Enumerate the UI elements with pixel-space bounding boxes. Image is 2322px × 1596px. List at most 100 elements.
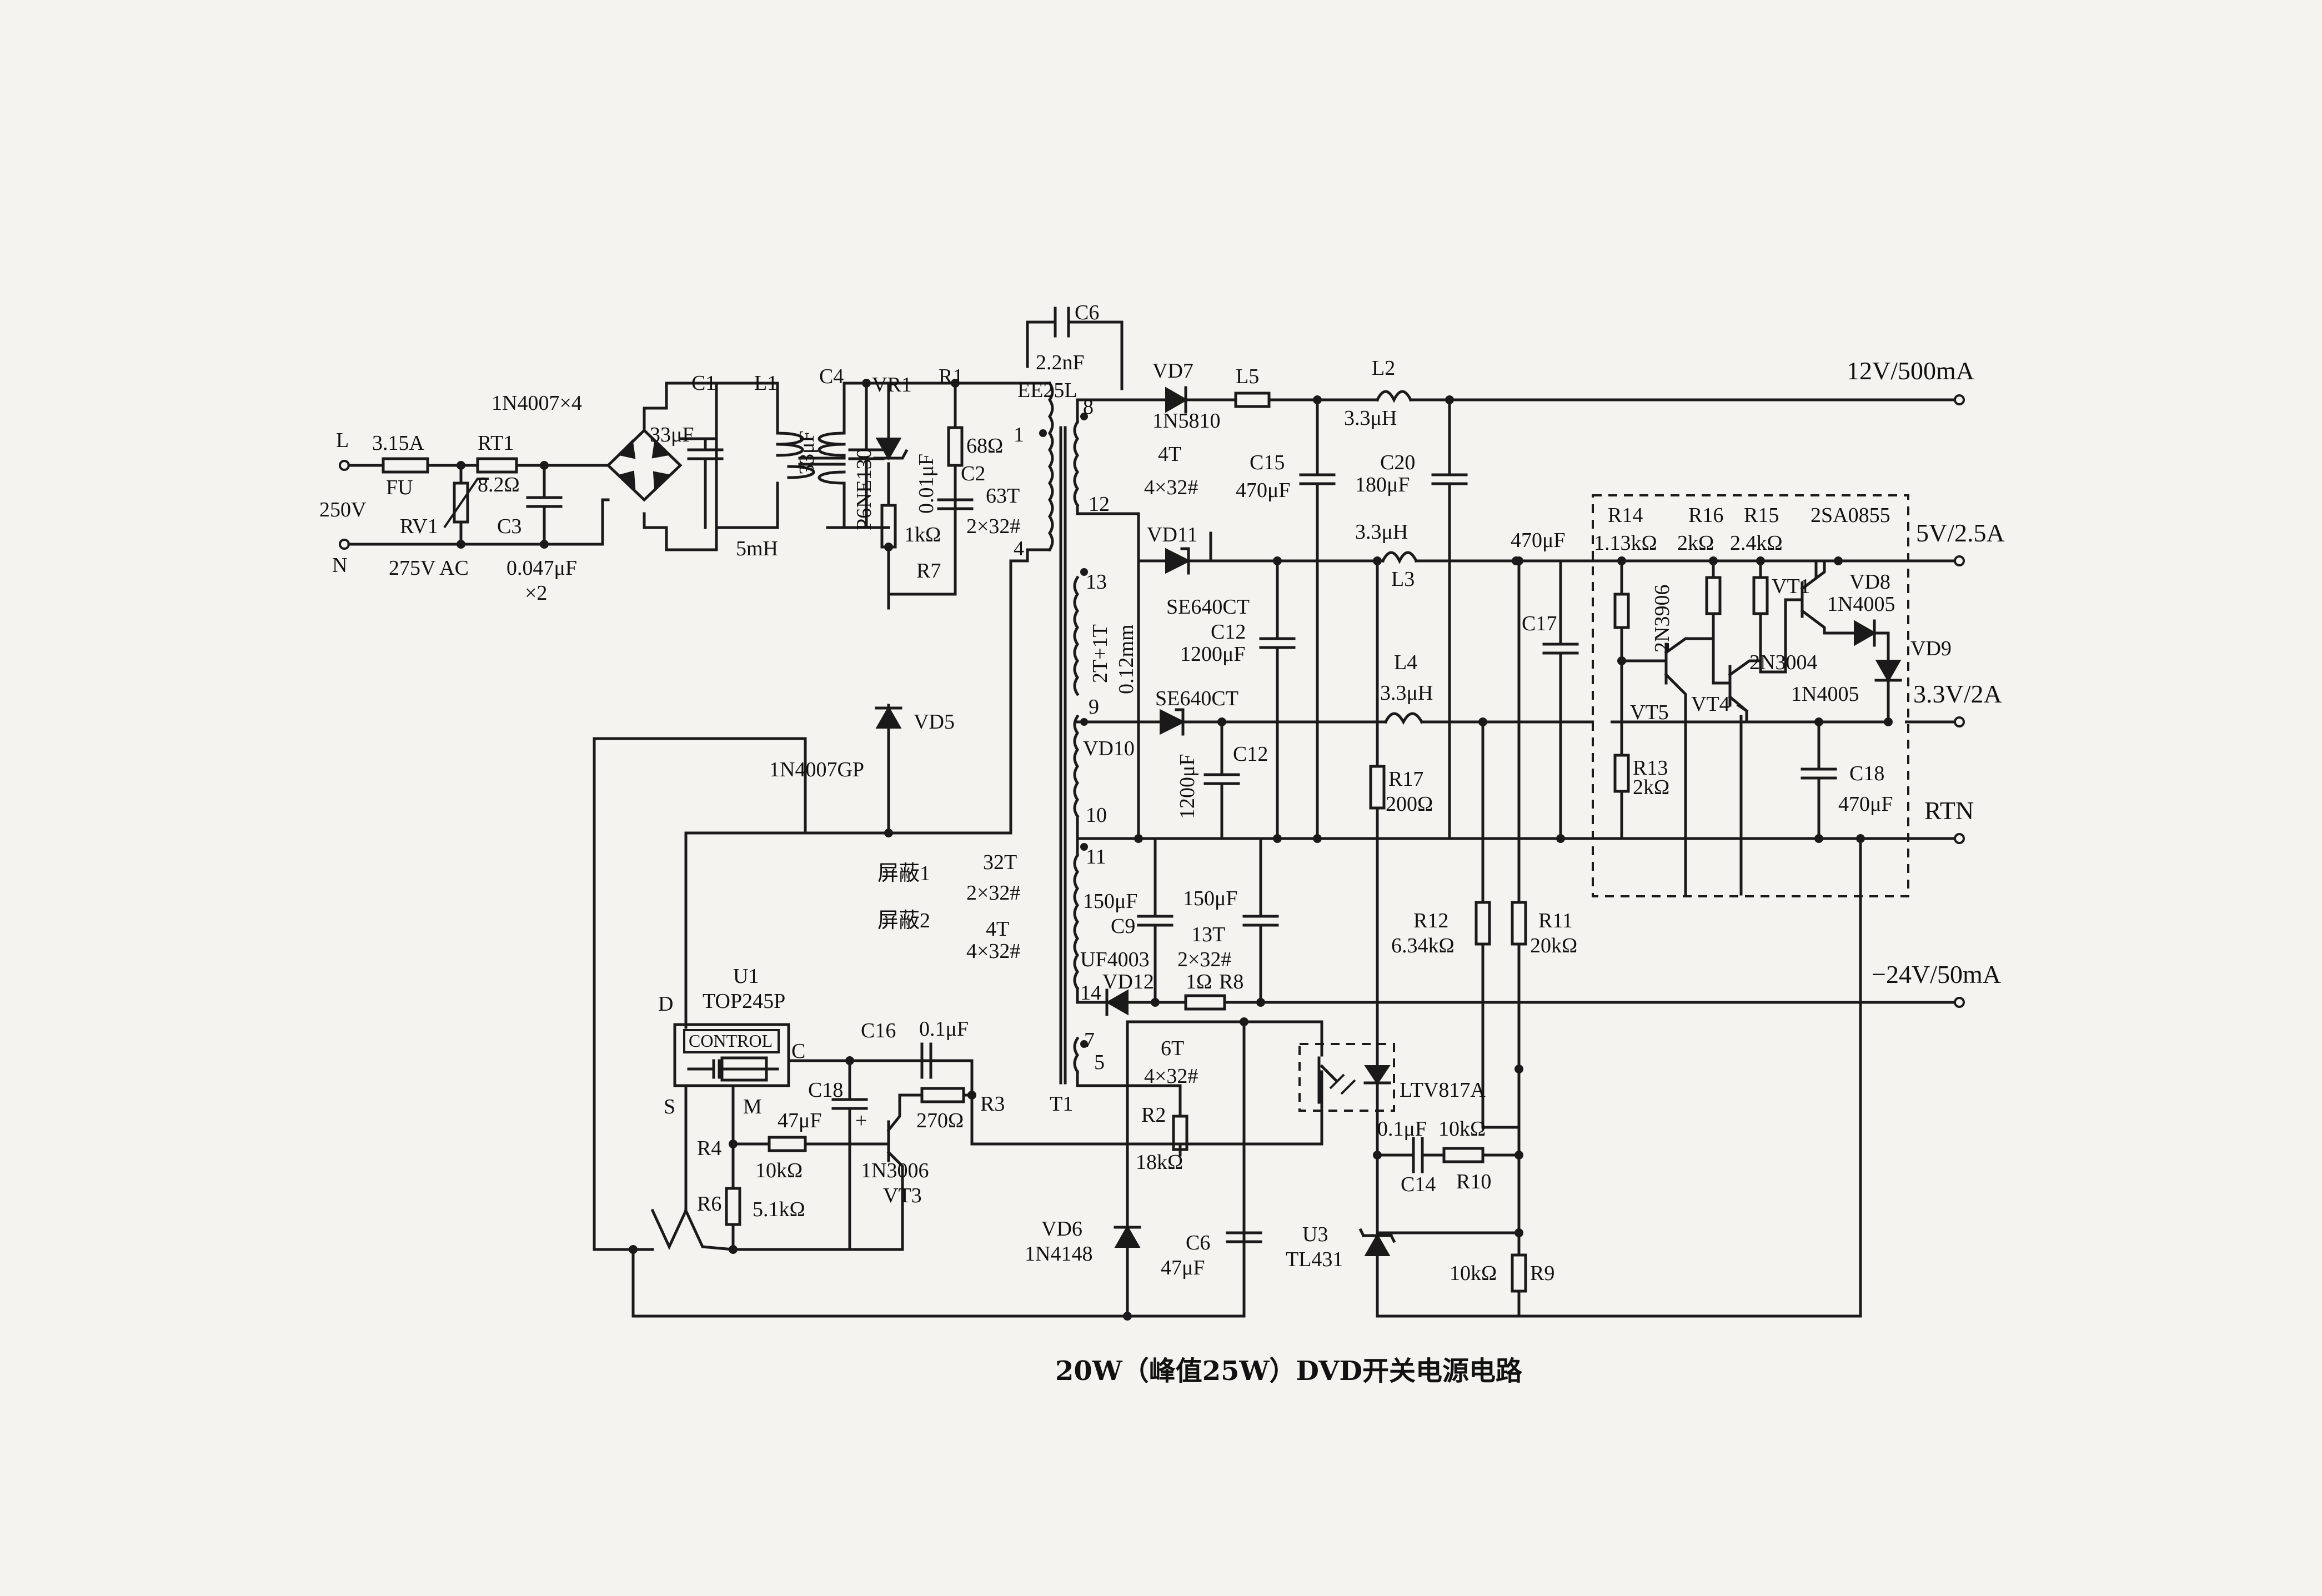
label-c14: C14: [1401, 1173, 1436, 1196]
label-pin-s: S: [664, 1095, 675, 1118]
label-vd9: VD9: [1910, 637, 1952, 660]
label-l3: L3: [1391, 568, 1415, 591]
inductor-l3: [1381, 551, 1418, 564]
label-pin4: 4: [1014, 537, 1024, 560]
capacitor-c18-control: [831, 1056, 868, 1251]
label-r6: R6: [697, 1192, 721, 1216]
resistor-r3: [920, 1087, 965, 1103]
label-fu-rating: 3.15A: [372, 431, 425, 455]
inductor-l4: [1383, 712, 1424, 725]
bridge-diode-2: [651, 439, 671, 459]
choke-l1: [776, 382, 890, 529]
label-r2: R2: [1141, 1103, 1166, 1127]
diode-vd9: [1875, 660, 1902, 683]
label-q-2n3906: 2N3906: [1651, 585, 1674, 653]
capacitor-c4: [848, 382, 885, 529]
label-uf: UF4003: [1080, 948, 1150, 971]
label-c2: C2: [961, 462, 985, 485]
label-vd11: VD11: [1147, 523, 1197, 546]
label-neg-turns: 13T: [1191, 923, 1225, 946]
label-out-5v: 5V/2.5A: [1916, 519, 2005, 547]
label-c20: C20: [1380, 451, 1415, 474]
diode-vd11: [1165, 548, 1191, 574]
label-vd12: VD12: [1102, 970, 1154, 993]
rtn-rail: [1076, 815, 1957, 840]
label-r13-val: 2kΩ: [1633, 776, 1669, 799]
label-c6b-val: 47μF: [1161, 1256, 1205, 1279]
bias-section: [1076, 1017, 1262, 1321]
label-fu: FU: [386, 476, 413, 499]
diode-vd6: [1114, 1224, 1141, 1248]
label-pin11: 11: [1086, 845, 1106, 869]
label-c9-val: 150μF: [1083, 890, 1138, 913]
bridge-rectifier: [601, 382, 718, 551]
label-r13: R13: [1633, 756, 1668, 780]
output-12v: [1076, 386, 1965, 840]
label-q-2n3004: 2N3004: [1749, 651, 1817, 674]
label-vr1-part: P6NE130: [852, 448, 876, 530]
label-c9: C9: [1111, 915, 1135, 938]
resistor-r13: [1613, 754, 1630, 793]
label-r9-val: 10kΩ: [1450, 1262, 1497, 1285]
label-vd11-part: SE640CT: [1166, 595, 1250, 619]
resistor-r1: [947, 426, 964, 467]
label-l4: L4: [1394, 651, 1417, 674]
label-l1-val: 5mH: [736, 537, 778, 560]
label-l: L: [336, 429, 349, 452]
label-out-rtn: RTN: [1924, 796, 1974, 825]
resistor-r16: [1705, 576, 1722, 615]
label-r6-val: 5.1kΩ: [753, 1198, 805, 1221]
label-shield1-turns: 32T: [983, 851, 1017, 874]
label-vt1: VT1: [1772, 575, 1811, 598]
label-r2-val: 18kΩ: [1136, 1151, 1183, 1174]
label-r7-val: 1kΩ: [904, 523, 941, 546]
label-vd10-part: SE640CT: [1155, 687, 1238, 710]
wire-hv-rail: [826, 382, 1051, 529]
label-t-core: EE25L: [1017, 379, 1077, 402]
resistor-r10: [1442, 1147, 1485, 1163]
label-t1: T1: [1050, 1092, 1073, 1116]
label-r10-val: 10kΩ: [1438, 1117, 1486, 1141]
tvs-vr1: [875, 438, 902, 461]
label-bias-turns: 6T: [1161, 1037, 1184, 1060]
label-shield1: 屏蔽1: [877, 862, 930, 885]
label-r17: R17: [1388, 767, 1423, 791]
label-r3: R3: [980, 1092, 1005, 1116]
label-c14-val: 0.1μF: [1377, 1117, 1427, 1141]
label-vt5: VT5: [1630, 701, 1669, 724]
label-l2: L2: [1372, 357, 1395, 380]
label-c18r-val: 470μF: [1838, 792, 1893, 816]
label-r12-val: 6.34kΩ: [1391, 934, 1455, 957]
tl431-section: [1358, 1137, 1527, 1318]
label-pin14: 14: [1080, 981, 1101, 1005]
resistor-r9: [1511, 1253, 1527, 1293]
output-3v3: [1076, 559, 1965, 1318]
label-c2-val: 0.01μF: [915, 454, 938, 514]
label-c6-top: C6: [1075, 301, 1099, 324]
winding-dot-8: [1080, 413, 1088, 420]
shunt-regulator-u3: [1364, 1233, 1391, 1256]
resistor-r12: [1475, 901, 1491, 946]
label-sec5-wind: 2T+1T: [1089, 624, 1112, 683]
label-r8-val: 1Ω: [1186, 970, 1212, 993]
label-out-3v3: 3.3V/2A: [1913, 680, 2002, 708]
label-shield2-wire: 4×32#: [966, 940, 1020, 963]
label-control: CONTROL: [689, 1031, 773, 1051]
label-r9: R9: [1530, 1262, 1554, 1285]
label-pin5: 5: [1094, 1051, 1105, 1074]
label-sec12-wire: 4×32#: [1144, 476, 1198, 499]
label-shield1-wire: 2×32#: [966, 881, 1020, 905]
label-l4-val: 3.3μH: [1380, 681, 1433, 705]
inductor-l2: [1375, 390, 1413, 403]
fuse-fu: [382, 457, 429, 474]
label-vr1: VR1: [872, 373, 912, 397]
label-r3-val: 270Ω: [916, 1109, 964, 1132]
label-r10: R10: [1456, 1170, 1491, 1193]
capacitor-c1: [687, 382, 779, 529]
resistor-r17: [1369, 765, 1386, 810]
label-neg-wire: 2×32#: [1177, 948, 1231, 971]
label-r12: R12: [1413, 909, 1448, 932]
label-r15: R15: [1744, 504, 1779, 527]
